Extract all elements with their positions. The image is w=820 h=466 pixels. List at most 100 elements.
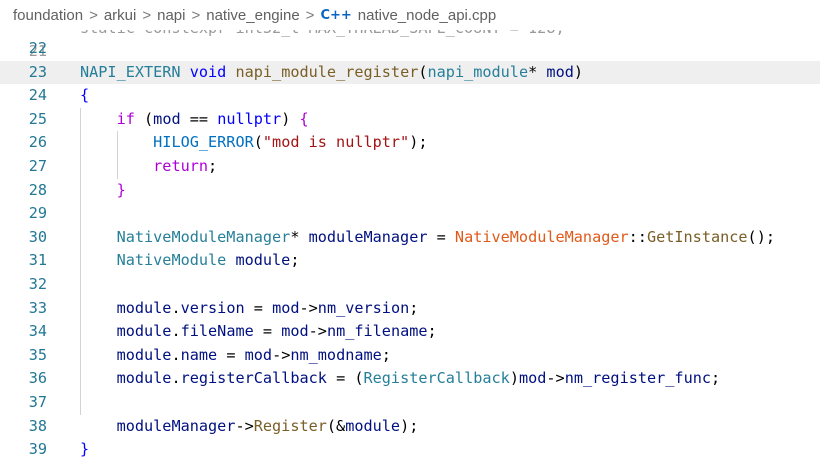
code-token: module <box>116 322 172 341</box>
line-number: 35 <box>28 345 47 364</box>
code-line[interactable]: 30 NativeModuleManager* moduleManager = … <box>0 226 820 249</box>
code-text: HILOG_ERROR("mod is nullptr"); <box>80 131 428 154</box>
code-token: module <box>116 345 172 364</box>
code-token: . <box>171 369 181 388</box>
line-number: 23 <box>28 62 47 81</box>
code-token: NativeModule <box>116 251 227 270</box>
cpp-file-icon: C++ <box>320 7 352 23</box>
code-line[interactable]: 22 <box>0 37 820 60</box>
code-token: ); <box>400 416 419 435</box>
code-token: GetInstance <box>646 227 748 246</box>
code-token: nm_filename <box>326 322 428 341</box>
code-text: module.version = mod->nm_version; <box>80 297 419 320</box>
code-token: = <box>244 298 273 317</box>
code-token: mod <box>153 109 181 128</box>
code-token: } <box>116 180 126 199</box>
code-token <box>80 417 117 435</box>
code-line[interactable]: 27 return; <box>0 155 820 178</box>
code-token: mod <box>244 345 273 364</box>
breadcrumb-item-native-engine[interactable]: native_engine <box>206 6 300 24</box>
code-token: ; <box>409 298 419 317</box>
line-number: 34 <box>28 322 47 341</box>
line-number: 24 <box>28 86 47 105</box>
code-token: napi_module_register <box>235 62 419 81</box>
code-token: ; <box>290 251 300 270</box>
code-token: mod <box>272 298 300 317</box>
code-text: module.registerCallback = (RegisterCallb… <box>80 367 721 390</box>
code-token <box>80 299 117 317</box>
breadcrumb-item-arkui[interactable]: arkui <box>103 6 137 24</box>
code-token: { <box>80 86 90 105</box>
code-token: version <box>180 298 245 317</box>
code-token: ) <box>509 369 519 388</box>
code-token: RegisterCallback <box>363 369 510 388</box>
code-token: moduleManager <box>116 416 236 435</box>
code-token: ; <box>381 345 391 364</box>
code-token: } <box>80 440 90 459</box>
code-token: name <box>180 345 218 364</box>
code-token: ); <box>409 133 428 152</box>
line-number: 22 <box>28 39 47 57</box>
code-token: return <box>153 157 209 175</box>
code-token: napi_module <box>427 62 529 81</box>
code-text: NAPI_EXTERN void napi_module_register(na… <box>80 61 583 84</box>
code-token: -> <box>308 322 327 341</box>
code-token: -> <box>546 369 565 388</box>
code-token <box>181 63 190 81</box>
code-line[interactable]: 32 <box>0 273 820 296</box>
code-text: return; <box>80 155 217 178</box>
code-line[interactable]: 25 if (mod == nullptr) { <box>0 108 820 131</box>
line-number: 28 <box>28 180 47 199</box>
code-line[interactable]: 24 { <box>0 84 820 107</box>
code-token: == <box>180 109 218 128</box>
code-token: NativeModuleManager <box>454 227 629 246</box>
code-text: module.fileName = mod->nm_filename; <box>80 320 437 343</box>
code-token: "mod is nullptr" <box>262 133 410 152</box>
breadcrumb-item-napi[interactable]: napi <box>157 6 186 24</box>
code-line[interactable]: 39} <box>0 438 820 461</box>
chevron-right-icon: > <box>89 6 98 24</box>
code-token: HILOG_ERROR <box>153 133 254 152</box>
code-line[interactable]: 34 module.fileName = mod->nm_filename; <box>0 320 820 343</box>
code-token: ( <box>134 109 154 128</box>
breadcrumb-item-foundation[interactable]: foundation <box>13 6 84 24</box>
code-line[interactable]: 33 module.version = mod->nm_version; <box>0 297 820 320</box>
code-token: . <box>171 322 181 341</box>
code-token: nm_register_func <box>564 369 712 388</box>
chevron-right-icon: > <box>142 6 152 24</box>
code-token <box>80 369 117 387</box>
code-token: -> <box>299 298 318 317</box>
code-line[interactable]: 26 HILOG_ERROR("mod is nullptr"); <box>0 131 820 154</box>
code-token: NAPI_EXTERN <box>80 62 181 81</box>
code-text: NativeModule module; <box>80 249 300 272</box>
code-token <box>80 346 117 364</box>
code-line[interactable]: 36 module.registerCallback = (RegisterCa… <box>0 367 820 390</box>
code-token: nm_modname <box>290 345 382 364</box>
code-token: ( <box>253 133 263 152</box>
code-line[interactable]: 37 <box>0 391 820 414</box>
code-editor[interactable]: 21 static constexpr int32_t MAX_THREAD_S… <box>0 30 820 466</box>
line-number: 30 <box>28 227 47 246</box>
code-line[interactable]: 31 NativeModule module; <box>0 249 820 272</box>
code-token: = <box>253 322 282 341</box>
code-token: moduleManager <box>308 227 428 246</box>
code-text: } <box>80 179 126 202</box>
code-token: = ( <box>326 369 364 388</box>
code-line[interactable]: 29 <box>0 202 820 225</box>
code-token: registerCallback <box>180 369 327 388</box>
line-number: 36 <box>28 369 47 388</box>
code-line[interactable]: 23 NAPI_EXTERN void napi_module_register(… <box>0 60 820 84</box>
code-line[interactable]: 35 module.name = mod->nm_modname; <box>0 344 820 367</box>
code-line[interactable]: 38 moduleManager->Register(&module); <box>0 415 820 438</box>
code-token: mod <box>546 62 574 81</box>
line-number: 29 <box>28 204 47 223</box>
code-line[interactable]: 28 } <box>0 179 820 202</box>
breadcrumb-item-file[interactable]: native_node_api.cpp <box>357 6 497 24</box>
code-token: = <box>217 345 245 364</box>
code-token: Register <box>253 416 327 435</box>
indent-guide <box>117 131 118 179</box>
line-number: 25 <box>28 109 47 128</box>
code-token: :: <box>628 227 647 246</box>
line-number: 39 <box>28 440 47 459</box>
code-token: module <box>116 298 172 317</box>
